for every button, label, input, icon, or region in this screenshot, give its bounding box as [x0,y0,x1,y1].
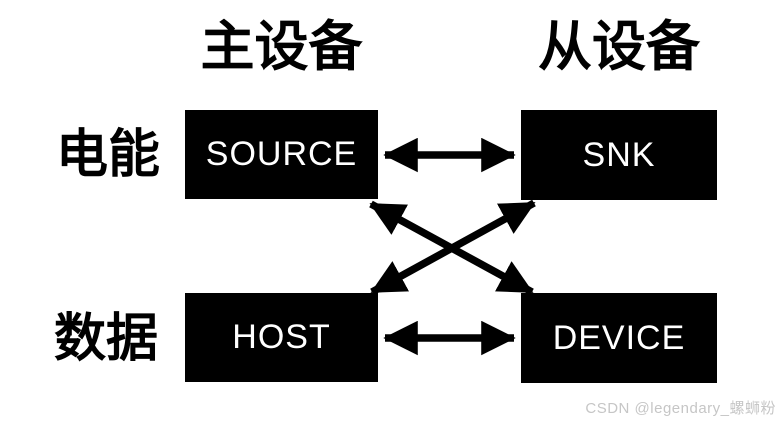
node-device-label: DEVICE [552,318,686,357]
node-device: DEVICE [521,293,717,383]
column-header-slave-device: 从设备 [538,17,700,77]
node-source-label: SOURCE [205,135,358,173]
row-label-data: 数据 [53,310,158,368]
node-host-label: HOST [232,318,331,356]
node-snk-label: SNK [582,135,656,174]
csdn-watermark: CSDN @legendary_螺蛳粉 [585,400,776,417]
arrow-source-device-diagonal [369,200,534,296]
arrow-snk-host-diagonal [370,199,536,296]
row-label-power: 电能 [55,126,160,184]
column-header-master-device: 主设备 [200,17,363,77]
node-source: SOURCE [185,110,378,199]
node-host: HOST [185,293,378,382]
node-snk: SNK [521,110,717,200]
